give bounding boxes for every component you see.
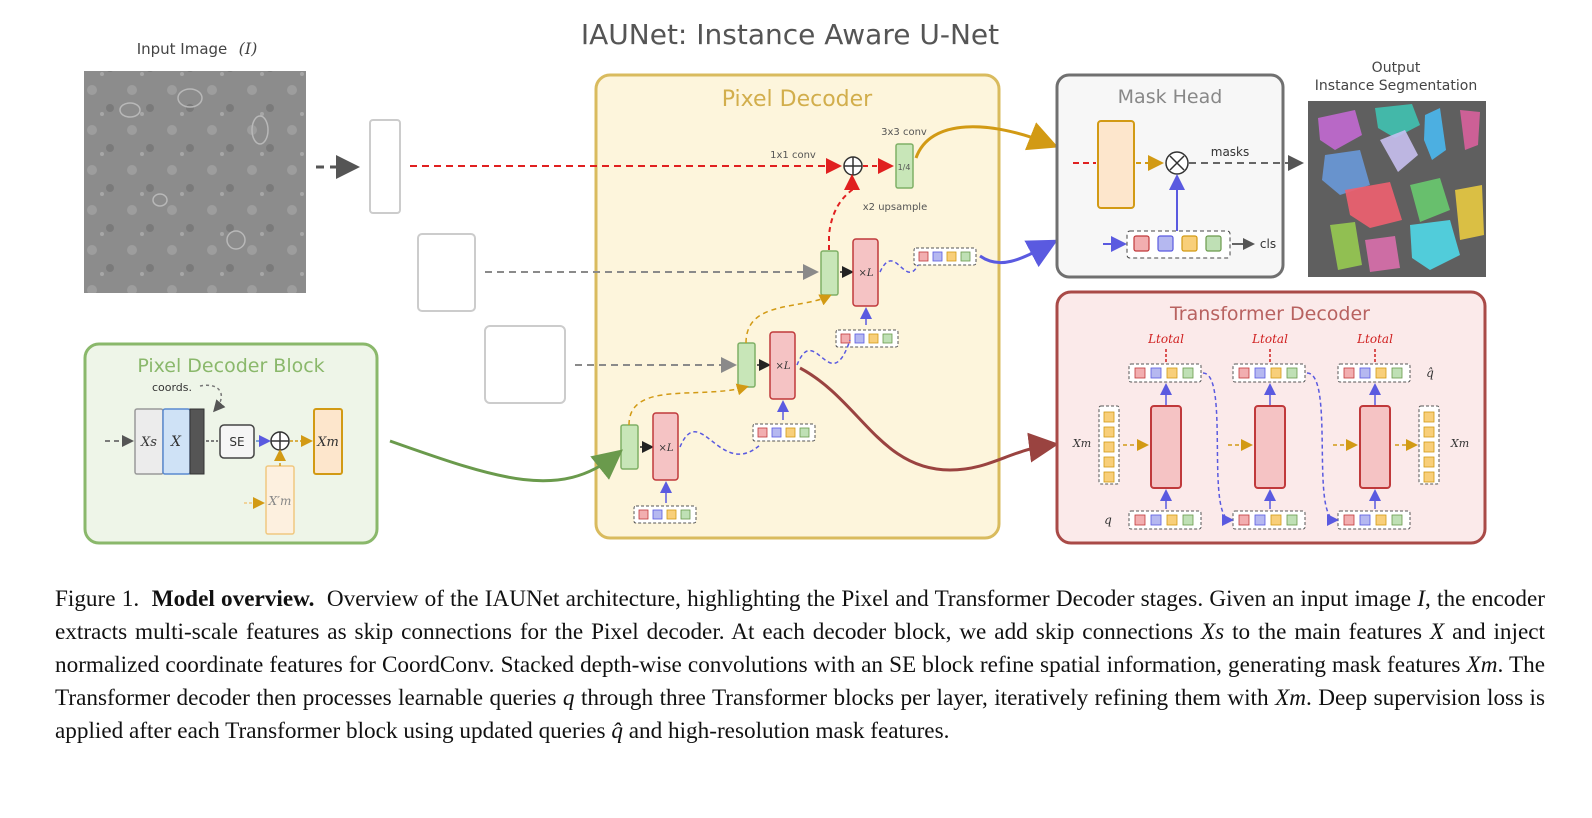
times-L-3: ×L	[858, 268, 873, 279]
caption-s6: through three Transformer blocks per lay…	[580, 685, 1269, 711]
output-label-2: Instance Segmentation	[1315, 78, 1477, 94]
mask-feature-block	[1097, 120, 1135, 209]
times-L-2: ×L	[775, 361, 790, 372]
to-transformer-arrow	[799, 366, 1059, 472]
query-tokens-2	[752, 423, 816, 442]
transformer-block-3: Ltotal	[1333, 332, 1418, 530]
transformer-block-1: Ltotal	[1123, 332, 1202, 530]
caption-var-q: q	[562, 685, 575, 711]
caption-var-Xs: Xs	[1200, 619, 1225, 645]
transformer-decoder-title: Transformer Decoder	[1169, 303, 1370, 325]
decoder-green-2	[737, 342, 756, 388]
encoder-feature-3	[484, 325, 566, 404]
caption-label: Figure 1.	[55, 586, 140, 612]
transformer-block-2: Ltotal	[1228, 332, 1306, 530]
se-label: SE	[229, 435, 244, 449]
caption-s7: . Deep supervision loss is applied after…	[55, 685, 1546, 744]
xm-input-tokens	[1098, 405, 1120, 485]
caption-s4: and inject normalized coordinate feature…	[55, 619, 1545, 678]
caption-var-X: X	[1429, 619, 1445, 645]
xm-block	[313, 408, 343, 475]
xm-prime-label: X′m	[268, 494, 292, 508]
se-block	[219, 424, 255, 459]
figure-caption: Figure 1. Model overview. Overview of th…	[55, 583, 1545, 748]
output-label-1: Output	[1372, 60, 1421, 76]
xm-output-label: Xm	[1450, 437, 1469, 450]
pixel-decoder-panel	[594, 73, 1001, 540]
xs-label: Xs	[140, 435, 157, 450]
caption-s1: Overview of the IAUNet architecture, hig…	[326, 586, 1411, 612]
caption-s5: . The Transformer decoder then processes…	[55, 652, 1545, 711]
scale-label: 1/4	[898, 163, 911, 172]
xm-input-label: Xm	[1072, 437, 1091, 450]
output-segmentation-image	[1308, 101, 1486, 277]
q-hat-label: q̂	[1426, 366, 1434, 380]
query-tokens-3	[835, 329, 899, 348]
decoder-red-3	[852, 238, 879, 307]
q-label: q	[1104, 513, 1112, 527]
loss-label-1: Ltotal	[1147, 332, 1184, 346]
caption-s2: , the encoder extracts multi-scale featu…	[55, 586, 1545, 645]
query-tokens-1	[633, 505, 697, 524]
conv3x3-block	[895, 143, 914, 189]
coords-block	[189, 408, 205, 475]
caption-var-Xm-1: Xm	[1466, 652, 1498, 678]
input-image	[84, 71, 306, 293]
decoder-red-1	[652, 412, 679, 481]
pixel-decoder-title: Pixel Decoder	[722, 87, 873, 112]
mask-head-title: Mask Head	[1118, 86, 1223, 108]
xm-label: Xm	[316, 435, 339, 450]
conv1x1-label: 1x1 conv	[770, 150, 816, 161]
coords-label: coords.	[152, 381, 192, 394]
encoder-feature-2	[417, 233, 476, 312]
figure-title: IAUNet: Instance Aware U-Net	[581, 18, 999, 51]
input-image-label: Input Image	[137, 40, 228, 58]
masks-label: masks	[1211, 145, 1250, 159]
input-cells	[119, 88, 269, 250]
caption-bold: Model overview.	[151, 586, 315, 612]
conv3x3-label: 3x3 conv	[881, 127, 927, 138]
caption-var-Xm-2: Xm	[1275, 685, 1306, 711]
query-tokens-out	[913, 247, 977, 266]
cls-label: cls	[1260, 237, 1276, 251]
model-overview-figure: IAUNet: Instance Aware U-Net Input Image…	[83, 18, 1487, 545]
decoder-red-2	[769, 331, 796, 400]
caption-s3: to the main features	[1232, 619, 1423, 645]
to-cls-arrow	[979, 239, 1058, 268]
x-label: X	[170, 434, 182, 450]
to-mask-head-arrow	[914, 122, 1059, 159]
loss-label-3: Ltotal	[1356, 332, 1393, 346]
caption-var-qhat: q̂	[611, 718, 623, 744]
decoder-green-3	[820, 250, 839, 296]
xm-output-tokens	[1418, 405, 1440, 485]
encoder-feature-1	[369, 119, 401, 214]
upsample-path	[828, 174, 860, 250]
loss-label-2: Ltotal	[1251, 332, 1288, 346]
input-image-symbol: (I)	[239, 39, 258, 58]
pixel-decoder-block-title: Pixel Decoder Block	[137, 355, 324, 377]
caption-s8: and high-resolution mask features.	[628, 718, 950, 744]
times-L-1: ×L	[658, 443, 673, 454]
upsample-label: x2 upsample	[863, 202, 928, 213]
class-tokens	[1126, 230, 1231, 259]
caption-var-I: I	[1417, 586, 1425, 612]
to-block-arrow	[389, 439, 624, 483]
decoder-green-1	[620, 424, 639, 470]
